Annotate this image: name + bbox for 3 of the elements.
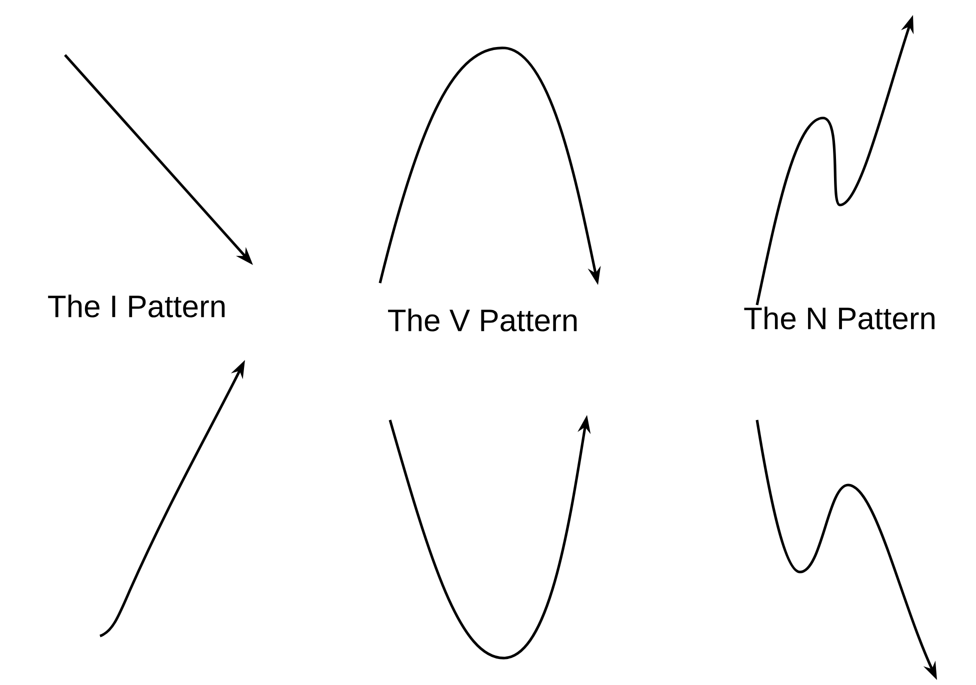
- pattern-label: The I Pattern: [48, 294, 225, 318]
- pattern-label: The N Pattern: [744, 306, 934, 330]
- pattern-label: The V Pattern: [388, 308, 577, 332]
